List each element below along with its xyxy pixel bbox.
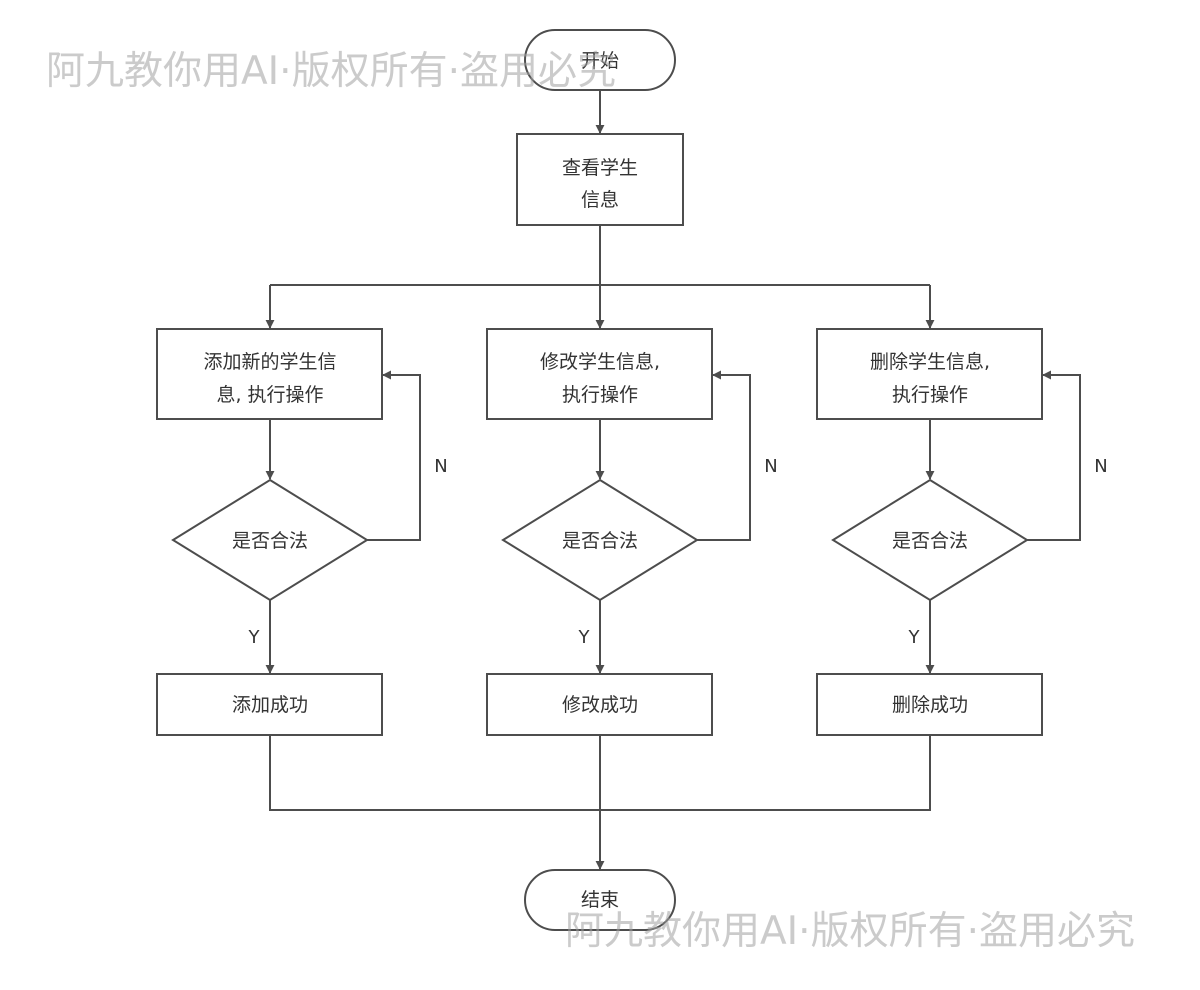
start-node: 开始 bbox=[524, 29, 676, 91]
delete-operation-label-line-1: 删除学生信息, bbox=[870, 351, 990, 373]
edit-decision-label: 是否合法 bbox=[562, 530, 638, 552]
end-label: 结束 bbox=[581, 889, 619, 911]
delete-operation-label-line-2: 执行操作 bbox=[892, 384, 968, 406]
edit-success-label: 修改成功 bbox=[562, 694, 638, 716]
add-operation-label-line-2: 息, 执行操作 bbox=[216, 384, 323, 406]
add-success-node: 添加成功 bbox=[156, 673, 383, 736]
end-node: 结束 bbox=[524, 869, 676, 931]
view-student-info-node: 查看学生 信息 bbox=[516, 133, 684, 226]
edge-edit-no-loop bbox=[697, 370, 751, 541]
start-label: 开始 bbox=[581, 50, 619, 72]
edit-validity-decision: 是否合法 bbox=[501, 478, 699, 602]
delete-validity-decision: 是否合法 bbox=[831, 478, 1029, 602]
delete-success-label: 删除成功 bbox=[892, 694, 968, 716]
add-validity-decision: 是否合法 bbox=[171, 478, 369, 602]
edit-operation-label-line-1: 修改学生信息, bbox=[540, 351, 660, 373]
delete-success-node: 删除成功 bbox=[816, 673, 1043, 736]
delete-yes-label: Y bbox=[908, 627, 921, 648]
delete-no-label: N bbox=[1094, 456, 1107, 477]
add-decision-label: 是否合法 bbox=[232, 530, 308, 552]
view-label-line-2: 信息 bbox=[581, 189, 619, 211]
edit-yes-label: Y bbox=[578, 627, 591, 648]
edge-view-split bbox=[270, 225, 930, 286]
edge-delete-no-loop bbox=[1027, 370, 1081, 541]
view-label-line-1: 查看学生 bbox=[562, 157, 638, 179]
edit-operation-node: 修改学生信息, 执行操作 bbox=[486, 328, 713, 420]
edge-merge bbox=[269, 735, 931, 811]
add-success-label: 添加成功 bbox=[232, 694, 308, 716]
delete-decision-label: 是否合法 bbox=[892, 530, 968, 552]
add-no-label: N bbox=[434, 456, 447, 477]
edge-add-no-loop bbox=[367, 370, 421, 541]
add-operation-node: 添加新的学生信 息, 执行操作 bbox=[156, 328, 383, 420]
add-yes-label: Y bbox=[248, 627, 261, 648]
edit-no-label: N bbox=[764, 456, 777, 477]
edit-success-node: 修改成功 bbox=[486, 673, 713, 736]
delete-operation-node: 删除学生信息, 执行操作 bbox=[816, 328, 1043, 420]
edit-operation-label-line-2: 执行操作 bbox=[562, 384, 638, 406]
add-operation-label-line-1: 添加新的学生信 bbox=[203, 351, 336, 373]
